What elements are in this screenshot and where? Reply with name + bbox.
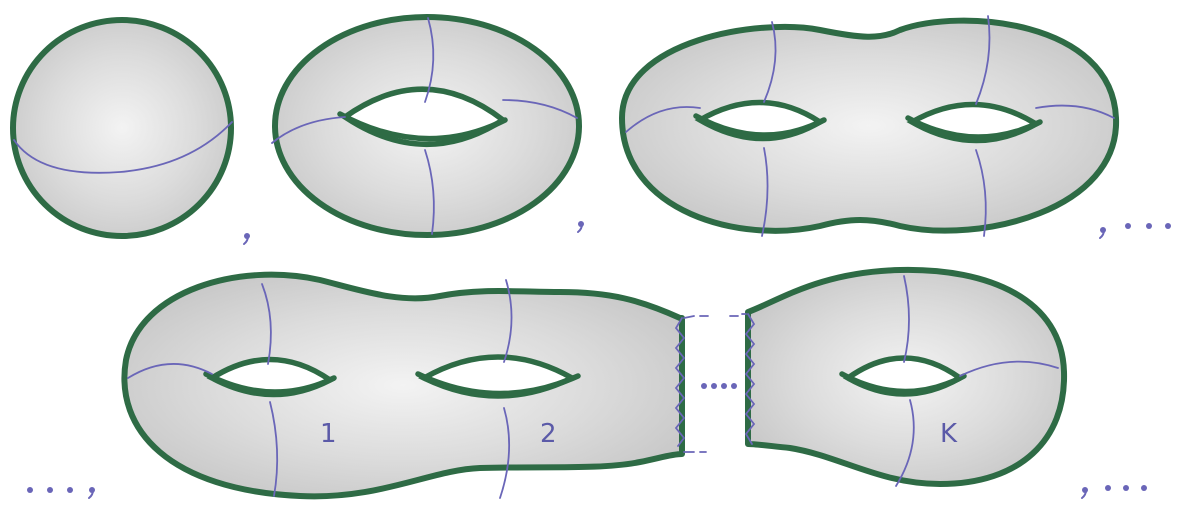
genus-k-surface-right: [730, 270, 1064, 486]
handle-label-k: K: [940, 419, 958, 449]
trailing-ellipsis: [1082, 485, 1147, 498]
sphere-surface: [13, 20, 232, 236]
ellipsis-after-double-torus: [1100, 223, 1171, 238]
handle-label-2: 2: [540, 419, 557, 449]
genus-k-surface-left: [124, 275, 708, 498]
torus-surface: [272, 17, 579, 235]
handle-label-1: 1: [320, 419, 337, 449]
double-torus-surface: [622, 16, 1116, 236]
leading-ellipsis: [27, 487, 95, 498]
middle-ellipsis: [701, 383, 737, 389]
